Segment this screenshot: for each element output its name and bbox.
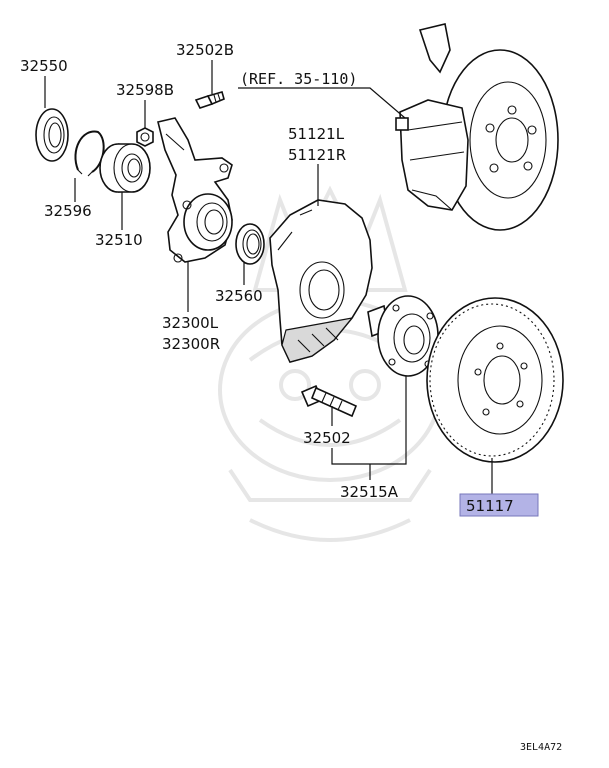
wheel-hub-32515A[interactable]: [367, 295, 439, 377]
bolt-32502B[interactable]: [194, 91, 225, 109]
label-51121L[interactable]: 51121L: [288, 125, 345, 143]
leader-ref-35-110: [238, 87, 406, 119]
label-51117[interactable]: 51117: [466, 497, 514, 515]
label-32502B[interactable]: 32502B: [176, 41, 234, 59]
label-32510[interactable]: 32510: [95, 231, 143, 249]
label-32300L[interactable]: 32300L: [162, 314, 219, 332]
hub-bolt-32502[interactable]: [300, 384, 358, 418]
dust-shield-51121[interactable]: [269, 199, 373, 363]
steering-knuckle-32300[interactable]: [157, 117, 233, 263]
label-32550[interactable]: 32550: [20, 57, 68, 75]
label-51121R[interactable]: 51121R: [288, 146, 346, 164]
label-32515A[interactable]: 32515A: [340, 483, 399, 501]
seal-ring-32560[interactable]: [235, 223, 265, 265]
label-32502[interactable]: 32502: [303, 429, 351, 447]
bearing-32510[interactable]: [99, 143, 151, 193]
diagram-code: 3EL4A72: [520, 742, 562, 753]
caliper-reference-assembly: [395, 23, 559, 231]
nut-32598B[interactable]: [136, 127, 154, 147]
label-32596[interactable]: 32596: [44, 202, 92, 220]
label-32598B[interactable]: 32598B: [116, 81, 174, 99]
label-32560[interactable]: 32560: [215, 287, 263, 305]
brake-disc-51117[interactable]: [426, 297, 564, 463]
bracket-32515A: [331, 376, 407, 480]
highlight-box-51117: [459, 493, 539, 517]
label-32300R[interactable]: 32300R: [162, 335, 220, 353]
oil-seal-32550[interactable]: [35, 108, 69, 162]
reference-note[interactable]: (REF. 35-110): [240, 70, 357, 88]
